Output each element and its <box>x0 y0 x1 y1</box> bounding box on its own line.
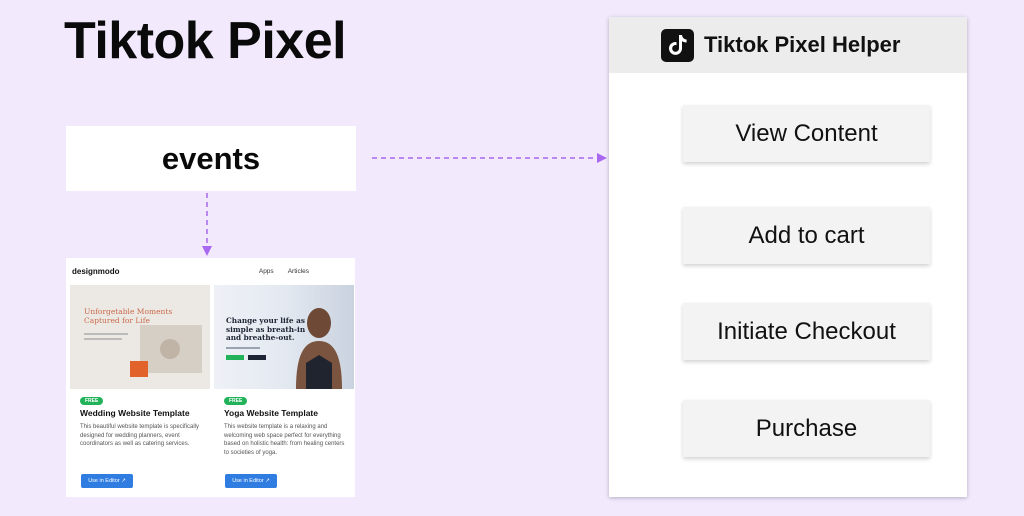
card-title: Yoga Website Template <box>224 408 318 418</box>
website-screenshot: designmodo Apps Articles Unforgetable Mo… <box>66 258 355 497</box>
event-initiate-checkout: Initiate Checkout <box>683 303 930 360</box>
use-in-editor-button[interactable]: Use in Editor ↗ <box>81 474 133 488</box>
template-card: Unforgetable Moments Captured for Life F… <box>70 285 210 497</box>
website-nav: designmodo Apps Articles <box>66 258 355 284</box>
helper-header: Tiktok Pixel Helper <box>609 17 967 73</box>
website-logo: designmodo <box>72 266 120 276</box>
yoga-hero-image: Change your life as simple as breath-in … <box>214 285 354 389</box>
free-badge: FREE <box>224 397 248 405</box>
helper-title: Tiktok Pixel Helper <box>704 32 901 57</box>
nav-articles[interactable]: Articles <box>287 267 309 275</box>
free-badge: FREE <box>80 397 104 405</box>
yoga-hero-text: Change your life as simple as breath-in … <box>226 316 306 342</box>
event-add-to-cart: Add to cart <box>683 207 930 264</box>
diagram-title: Tiktok Pixel <box>64 12 347 70</box>
wedding-hero-text: Unforgetable Moments Captured for Life <box>84 307 173 325</box>
event-purchase: Purchase <box>683 400 930 457</box>
event-view-content: View Content <box>683 105 930 162</box>
events-box: events <box>66 126 356 191</box>
template-card: Change your life as simple as breath-in … <box>214 285 354 497</box>
use-in-editor-button[interactable]: Use in Editor ↗ <box>225 474 277 488</box>
card-description: This website template is a relaxing and … <box>224 424 345 456</box>
card-description: This beautiful website template is speci… <box>80 424 200 447</box>
tiktok-note-icon <box>661 28 694 62</box>
wedding-hero-image: Unforgetable Moments Captured for Life <box>70 285 210 389</box>
nav-apps[interactable]: Apps <box>258 267 274 275</box>
events-label: events <box>161 140 261 176</box>
card-title: Wedding Website Template <box>80 408 190 418</box>
